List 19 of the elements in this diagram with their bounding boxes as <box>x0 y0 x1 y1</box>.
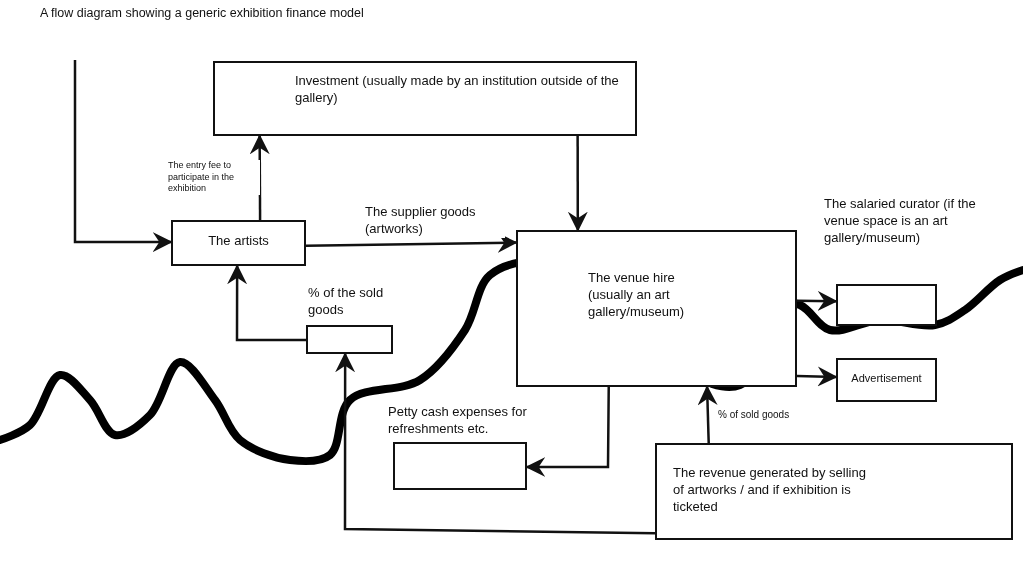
edge-label: The entry fee to participate in the exhibition <box>168 160 260 196</box>
diagram-title: A flow diagram showing a generic exhibition finance model <box>40 6 364 20</box>
box-text: Investment (usually made by an institution outside of the gallery) <box>295 73 620 107</box>
arrow <box>73 60 173 253</box>
arrow <box>249 134 270 220</box>
box-text: The venue hire (usually an art gallery/museum) <box>588 270 686 321</box>
arrow <box>796 366 838 387</box>
box-text: The revenue generated by selling of artworks / and if exhibition is ticketed <box>673 465 867 516</box>
arrow <box>227 264 306 342</box>
arrow <box>335 352 655 535</box>
box-heading: Petty cash expenses for refreshments etc. <box>388 404 528 438</box>
edge-label: The supplier goods (artworks) <box>365 204 505 238</box>
box-heading: % of the sold goods <box>308 285 385 319</box>
arrow <box>567 136 588 232</box>
box-text: The artists <box>207 233 270 250</box>
box-text: Advertisement <box>850 371 923 386</box>
arrow <box>697 385 718 444</box>
box-heading: The salaried curator (if the venue space is an art gallery/museum) <box>824 196 977 247</box>
arrow <box>797 290 838 311</box>
